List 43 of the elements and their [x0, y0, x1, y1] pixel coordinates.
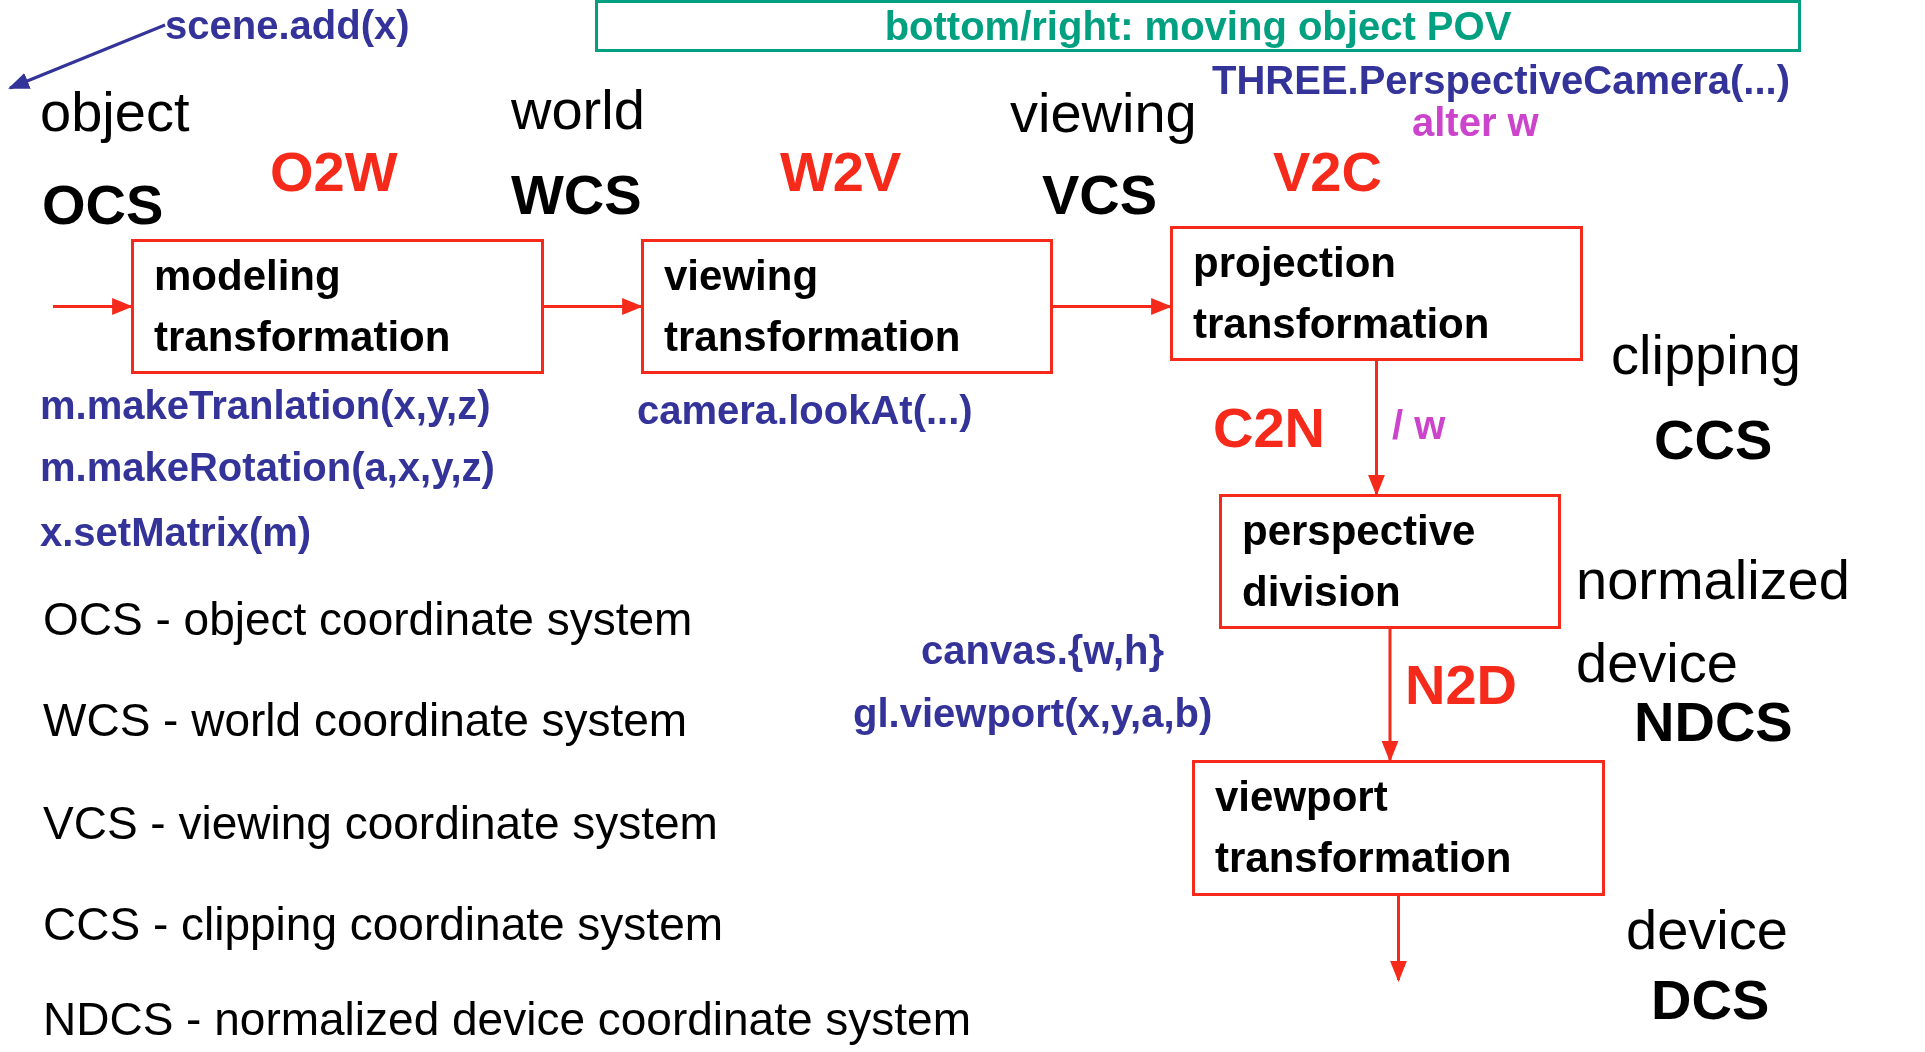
transform-label: W2V	[780, 139, 902, 205]
process-box: viewport transformation	[1192, 760, 1605, 896]
note-banner: bottom/right: moving object POV	[595, 0, 1801, 52]
transform-label: N2D	[1405, 652, 1518, 718]
code-annotation: THREE.PerspectiveCamera(...)	[1212, 57, 1790, 104]
code-annotation: camera.lookAt(...)	[637, 387, 973, 434]
process-box: modeling transformation	[131, 239, 544, 374]
transform-label: C2N	[1213, 395, 1326, 461]
space-name: world	[511, 77, 645, 143]
space-name: object	[10, 80, 210, 144]
space-abbreviation: WCS	[511, 162, 642, 228]
arrow	[1053, 298, 1173, 315]
code-annotation: canvas.{w,h}	[921, 627, 1165, 674]
process-box: projection transformation	[1170, 226, 1583, 361]
space-abbreviation: CCS	[1654, 407, 1773, 473]
space-abbreviation: OCS	[42, 172, 164, 238]
transform-label: V2C	[1273, 139, 1382, 205]
arrow	[1381, 629, 1399, 763]
arrow	[8, 23, 166, 90]
code-annotation: m.makeTranlation(x,y,z)	[40, 382, 491, 429]
legend-text: NDCS - normalized device coordinate system	[43, 992, 972, 1048]
process-box: perspective division	[1219, 494, 1561, 629]
space-name: viewing	[1010, 80, 1197, 146]
space-abbreviation: VCS	[1042, 162, 1158, 228]
legend-text: WCS - world coordinate system	[43, 693, 688, 749]
arrow	[544, 298, 644, 315]
code-annotation: / w	[1392, 402, 1446, 449]
legend-text: CCS - clipping coordinate system	[43, 897, 724, 953]
space-abbreviation: DCS	[1651, 967, 1770, 1033]
legend-text: OCS - object coordinate system	[43, 592, 693, 648]
space-name: normalized	[1576, 547, 1850, 613]
code-annotation: x.setMatrix(m)	[40, 509, 312, 556]
code-annotation: m.makeRotation(a,x,y,z)	[40, 444, 495, 491]
arrow	[53, 298, 134, 315]
code-annotation: gl.viewport(x,y,a,b)	[853, 690, 1213, 737]
arrow	[1368, 361, 1385, 497]
space-name: device	[1626, 897, 1788, 963]
space-name: clipping	[1611, 322, 1801, 388]
code-annotation: scene.add(x)	[165, 2, 525, 48]
transform-label: O2W	[270, 139, 398, 205]
legend-text: VCS - viewing coordinate system	[43, 796, 718, 852]
arrow	[1390, 896, 1407, 983]
process-box: viewing transformation	[641, 239, 1053, 374]
